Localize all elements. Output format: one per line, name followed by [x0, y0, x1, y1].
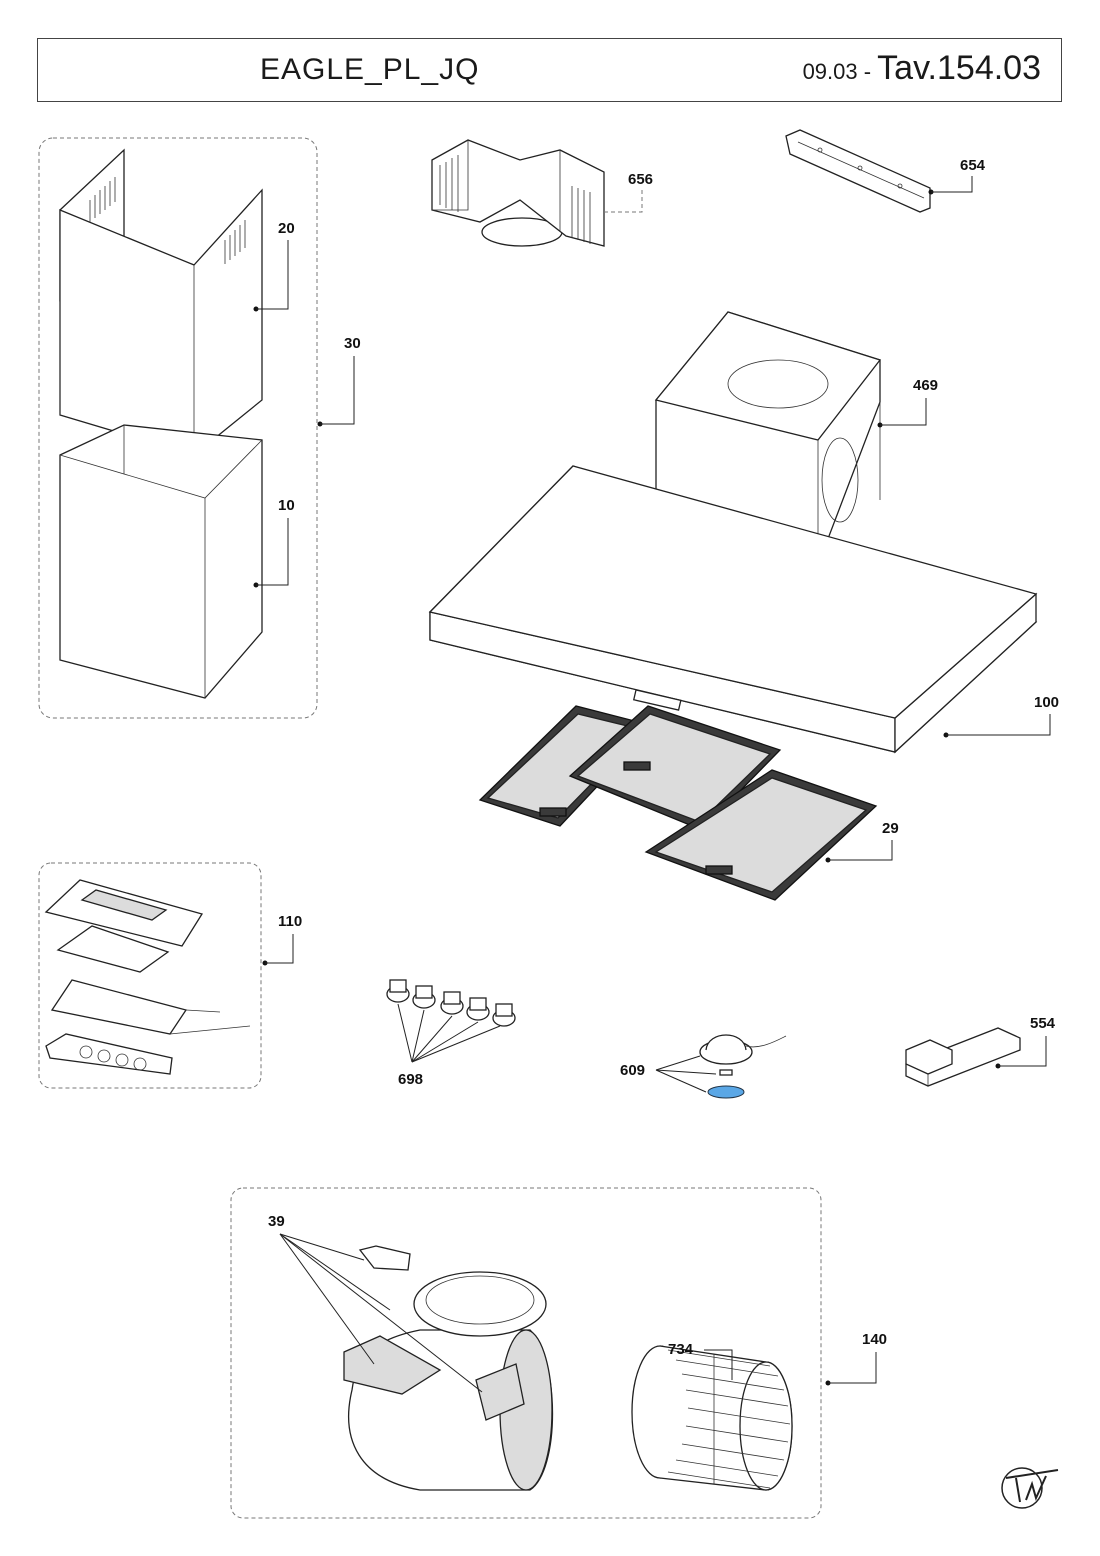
fan-wheel-734: [631, 1345, 793, 1491]
part-label-469: 469: [913, 377, 938, 394]
transformer-554: [905, 1027, 1021, 1087]
part-label-734: 734: [668, 1341, 694, 1358]
group-frame-30: [38, 137, 318, 719]
motor-housing-469: [654, 311, 882, 566]
blower-motor-assembly: [343, 1245, 554, 1491]
part-label-29: 29: [882, 820, 899, 837]
part-label-698: 698: [398, 1071, 423, 1088]
part-label-30: 30: [344, 335, 361, 352]
revision-date: 09.03 -: [802, 59, 878, 84]
wall-bracket-654: [785, 129, 931, 213]
upper-chimney-cover: [59, 148, 263, 456]
part-label-654: 654: [960, 157, 986, 174]
part-label-656: 656: [628, 171, 653, 188]
title-block: EAGLE_PL_JQ 09.03 - Tav.154.03: [37, 38, 1062, 102]
table-code: 09.03 - Tav.154.03: [803, 49, 1041, 88]
group-frame-110: [38, 862, 262, 1089]
air-diverter-656: [431, 139, 605, 247]
part-label-10: 10: [278, 497, 295, 514]
control-unit-110: [44, 879, 251, 1075]
tw-logo: [1001, 1467, 1059, 1509]
part-label-39: 39: [268, 1213, 285, 1230]
part-label-20: 20: [278, 220, 295, 237]
hood-body-100: [428, 465, 1038, 754]
lower-chimney-cover: [59, 424, 263, 699]
grease-filters-29: [478, 705, 878, 901]
part-label-100: 100: [1034, 694, 1059, 711]
model-name: EAGLE_PL_JQ: [260, 53, 480, 86]
part-label-110: 110: [278, 913, 302, 930]
table-number: Tav.154.03: [877, 49, 1041, 87]
part-label-554: 554: [1030, 1015, 1056, 1032]
part-label-609: 609: [620, 1062, 645, 1079]
control-knobs-698: [386, 979, 516, 1027]
group-frame-140: [230, 1187, 822, 1519]
lamp-assembly-609: [699, 1034, 787, 1099]
part-label-140: 140: [862, 1331, 887, 1348]
